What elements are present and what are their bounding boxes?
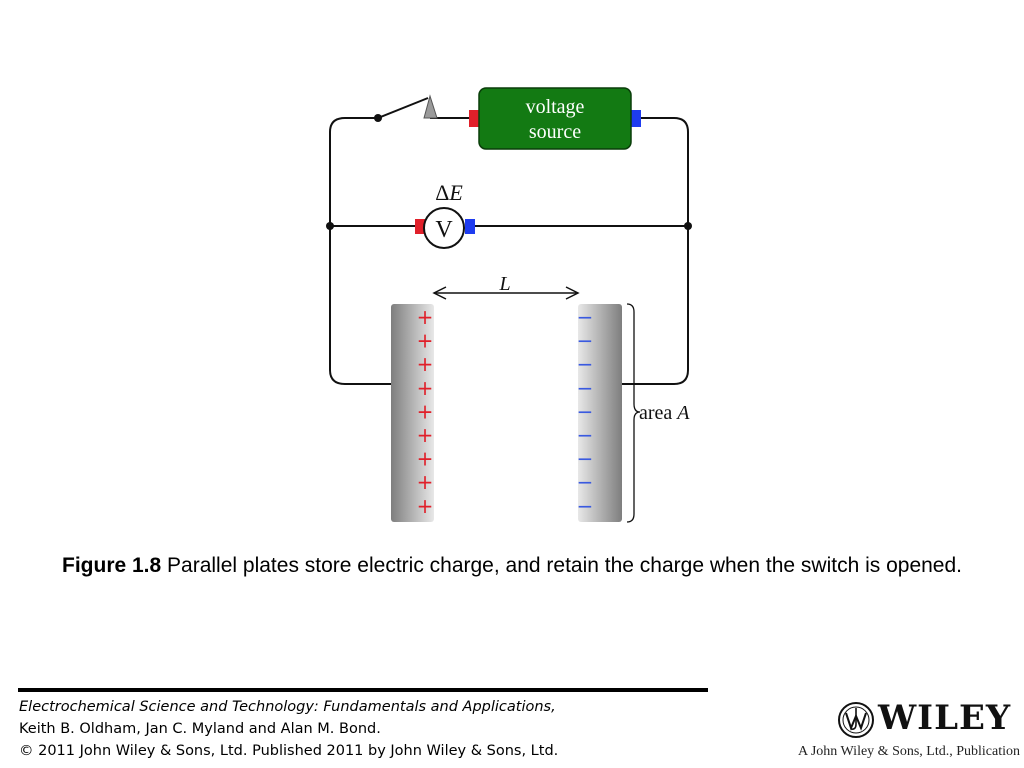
plus-charge: +: [417, 329, 434, 353]
publisher-tagline: A John Wiley & Sons, Ltd., Publication: [798, 744, 1021, 759]
right-junction-dot: [684, 222, 692, 230]
switch-pivot-dot: [374, 114, 382, 122]
voltmeter-positive-terminal: [415, 219, 425, 234]
circuit-wires: [329, 97, 689, 385]
minus-charge: −: [577, 399, 594, 423]
voltmeter-negative-terminal: [465, 219, 475, 234]
minus-charge: −: [577, 447, 594, 471]
minus-charge: −: [577, 494, 594, 518]
minus-charge: −: [577, 423, 594, 447]
voltage-source-label-line1: voltage: [526, 96, 585, 118]
authors: Keith B. Oldham, Jan C. Myland and Alan …: [19, 721, 381, 737]
plus-charge: +: [417, 305, 434, 329]
book-title: Electrochemical Science and Technology: …: [19, 699, 556, 715]
voltage-source: voltage source: [469, 87, 641, 150]
plus-charge: +: [417, 470, 434, 494]
minus-charge: −: [577, 376, 594, 400]
figure-caption: Figure 1.8 Parallel plates store electri…: [8, 550, 1016, 582]
area-annotation: area A: [626, 303, 690, 523]
positive-plate: [391, 304, 434, 522]
voltmeter-circle: [423, 207, 465, 249]
figure-number: Figure 1.8: [62, 554, 162, 577]
caption-text: Parallel plates store electric charge, a…: [161, 554, 962, 577]
voltage-source-box: [478, 87, 632, 150]
distance-arrow: L: [432, 273, 580, 300]
citation: Electrochemical Science and Technology: …: [19, 696, 558, 762]
source-positive-terminal: [469, 110, 479, 127]
switch-lever: [377, 97, 429, 119]
negative-plate: [578, 304, 622, 522]
plus-charge: +: [417, 423, 434, 447]
minus-charge: −: [577, 305, 594, 329]
plus-charge: +: [417, 494, 434, 518]
copyright: © 2011 John Wiley & Sons, Ltd. Published…: [19, 743, 559, 759]
delta-e-label: ΔE: [435, 180, 463, 205]
distance-label: L: [498, 273, 510, 295]
left-wire: [329, 117, 392, 385]
area-label: area A: [639, 402, 690, 424]
footer-divider: [18, 688, 708, 692]
negative-charges: −−−−−−−−−: [577, 305, 594, 518]
left-junction-dot: [326, 222, 334, 230]
area-brace: [626, 303, 641, 523]
positive-charges: +++++++++: [417, 305, 434, 518]
voltage-source-label-line2: source: [529, 121, 581, 143]
plus-charge: +: [417, 352, 434, 376]
minus-charge: −: [577, 329, 594, 353]
source-negative-terminal: [631, 110, 641, 127]
capacitor-circuit-diagram: voltage source V ΔE L +++++++++ −−−−−−−−…: [326, 87, 692, 523]
publisher-block: WILEY A John Wiley & Sons, Ltd., Publica…: [790, 698, 1022, 766]
right-wire: [622, 117, 689, 385]
minus-charge: −: [577, 470, 594, 494]
minus-charge: −: [577, 352, 594, 376]
wiley-logo-word: WILEY: [878, 698, 1012, 738]
voltmeter-label: V: [435, 217, 453, 243]
voltmeter: V ΔE: [415, 180, 475, 249]
plus-charge: +: [417, 376, 434, 400]
plus-charge: +: [417, 399, 434, 423]
wiley-emblem-icon: [838, 702, 874, 738]
switch-contact: [423, 94, 438, 119]
plus-charge: +: [417, 447, 434, 471]
